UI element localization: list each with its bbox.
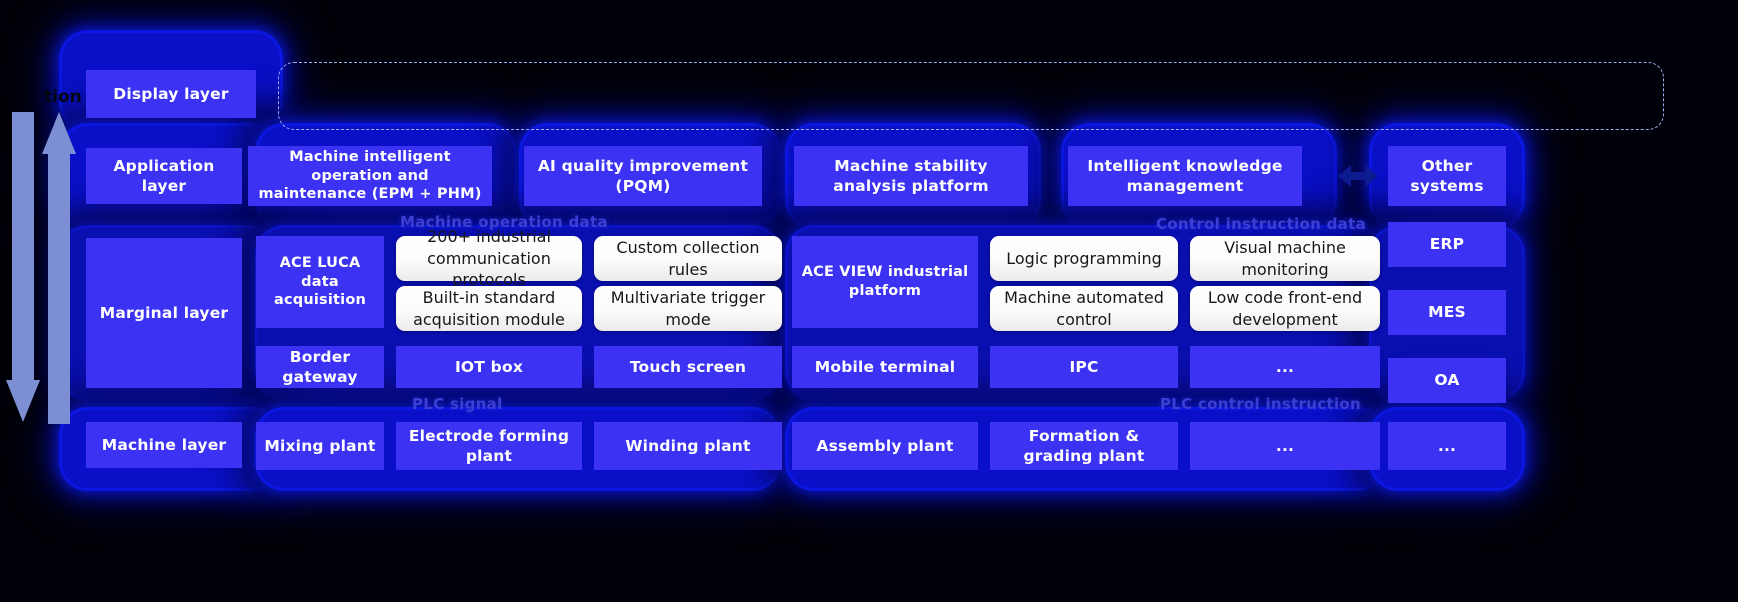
marginal-chip-machine-automated-control[interactable]: Machine automated control [990, 286, 1178, 331]
marginal-chip-logic-programming[interactable]: Logic programming [990, 236, 1178, 281]
marginal-platform-ace-view[interactable]: ACE VIEW industrial platform [792, 236, 978, 328]
side-system-oa[interactable]: OA [1388, 358, 1506, 403]
machine-plant-electrode-forming[interactable]: Electrode forming plant [396, 422, 582, 470]
bidirectional-arrow [1338, 165, 1378, 187]
annotation-plc-control-instruction: PLC control instruction [1160, 395, 1361, 413]
down-arrow [6, 112, 40, 424]
application-layer-label: Application layer [86, 148, 242, 204]
marginal-device-iot-box[interactable]: IOT box [396, 346, 582, 388]
machine-side-more[interactable]: ... [1388, 422, 1506, 470]
marginal-chip-builtin-standard-module[interactable]: Built-in standard acquisition module [396, 286, 582, 331]
cropped-left-caption: tion [44, 87, 82, 107]
machine-layer-label: Machine layer [86, 422, 242, 468]
marginal-chip-200-protocols[interactable]: 200+ industrial communication protocols [396, 227, 582, 289]
marginal-chip-custom-collection-rules[interactable]: Custom collection rules [594, 236, 782, 281]
app-item-ai-quality-improvement[interactable]: AI quality improvement (PQM) [524, 146, 762, 206]
side-system-mes[interactable]: MES [1388, 290, 1506, 335]
marginal-chip-low-code-frontend[interactable]: Low code front-end development [1190, 286, 1380, 331]
marginal-chip-visual-machine-monitoring[interactable]: Visual machine monitoring [1190, 236, 1380, 281]
machine-plant-winding[interactable]: Winding plant [594, 422, 782, 470]
display-layer-dashed-callout [278, 62, 1664, 130]
machine-plant-assembly[interactable]: Assembly plant [792, 422, 978, 470]
marginal-chip-multivariate-trigger-mode[interactable]: Multivariate trigger mode [594, 286, 782, 331]
marginal-device-border-gateway[interactable]: Border gateway [256, 346, 384, 388]
app-item-machine-stability[interactable]: Machine stability analysis platform [794, 146, 1028, 206]
up-arrow [42, 112, 76, 424]
marginal-device-touch-screen[interactable]: Touch screen [594, 346, 782, 388]
annotation-plc-signal: PLC signal [412, 395, 503, 413]
machine-plant-more[interactable]: ... [1190, 422, 1380, 470]
machine-plant-formation-grading[interactable]: Formation & grading plant [990, 422, 1178, 470]
app-item-intelligent-knowledge[interactable]: Intelligent knowledge management [1068, 146, 1302, 206]
machine-plant-mixing[interactable]: Mixing plant [256, 422, 384, 470]
marginal-platform-ace-luca[interactable]: ACE LUCA data acquisition [256, 236, 384, 328]
display-layer-label: Display layer [86, 70, 256, 118]
side-system-erp[interactable]: ERP [1388, 222, 1506, 267]
marginal-layer-label: Marginal layer [86, 238, 242, 388]
app-item-other-systems[interactable]: Other systems [1388, 146, 1506, 206]
marginal-device-more[interactable]: ... [1190, 346, 1380, 388]
marginal-device-mobile-terminal[interactable]: Mobile terminal [792, 346, 978, 388]
annotation-control-instruction-data: Control instruction data [1156, 215, 1366, 233]
annotation-machine-operation-data: Machine operation data [400, 213, 608, 231]
app-item-machine-intelligent-om[interactable]: Machine intelligent operation and mainte… [248, 146, 492, 206]
marginal-device-ipc[interactable]: IPC [990, 346, 1178, 388]
